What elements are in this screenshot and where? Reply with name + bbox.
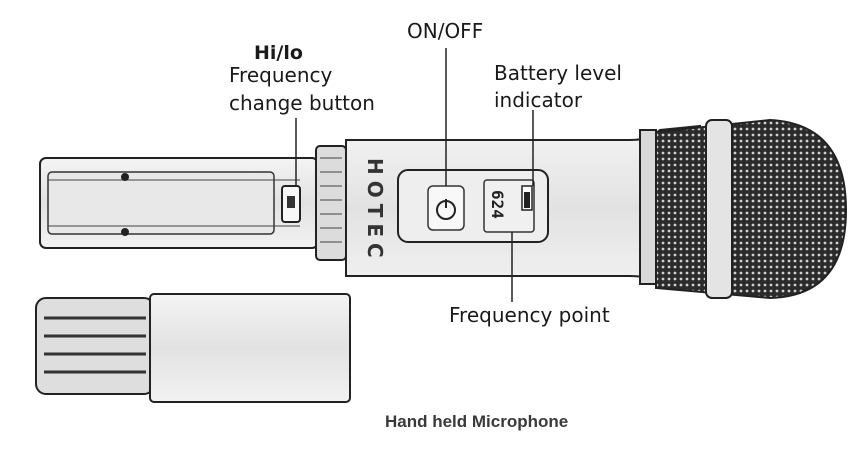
power-button[interactable]	[436, 199, 456, 220]
battery-indicator-icon	[521, 185, 533, 211]
hilo-switch[interactable]	[281, 185, 301, 223]
battery-compartment	[39, 157, 319, 249]
frequency-change-label-line1: Frequency	[229, 63, 333, 87]
display-digits: 624	[488, 190, 507, 219]
microphone-grille	[655, 118, 848, 300]
grille-ring	[639, 129, 657, 285]
frequency-change-label-line2: change button	[229, 91, 375, 115]
thread-ring	[315, 145, 347, 261]
battery-label-line2: indicator	[494, 88, 583, 112]
caption: Hand held Microphone	[385, 412, 569, 431]
battery-cap	[35, 293, 351, 403]
battery-label-line1: Battery level	[494, 61, 622, 85]
frequency-point-label: Frequency point	[449, 303, 610, 327]
on-off-label: ON/OFF	[407, 19, 484, 43]
hilo-label: Hi/lo	[254, 42, 303, 64]
brand-text: HOTEC	[363, 158, 387, 264]
